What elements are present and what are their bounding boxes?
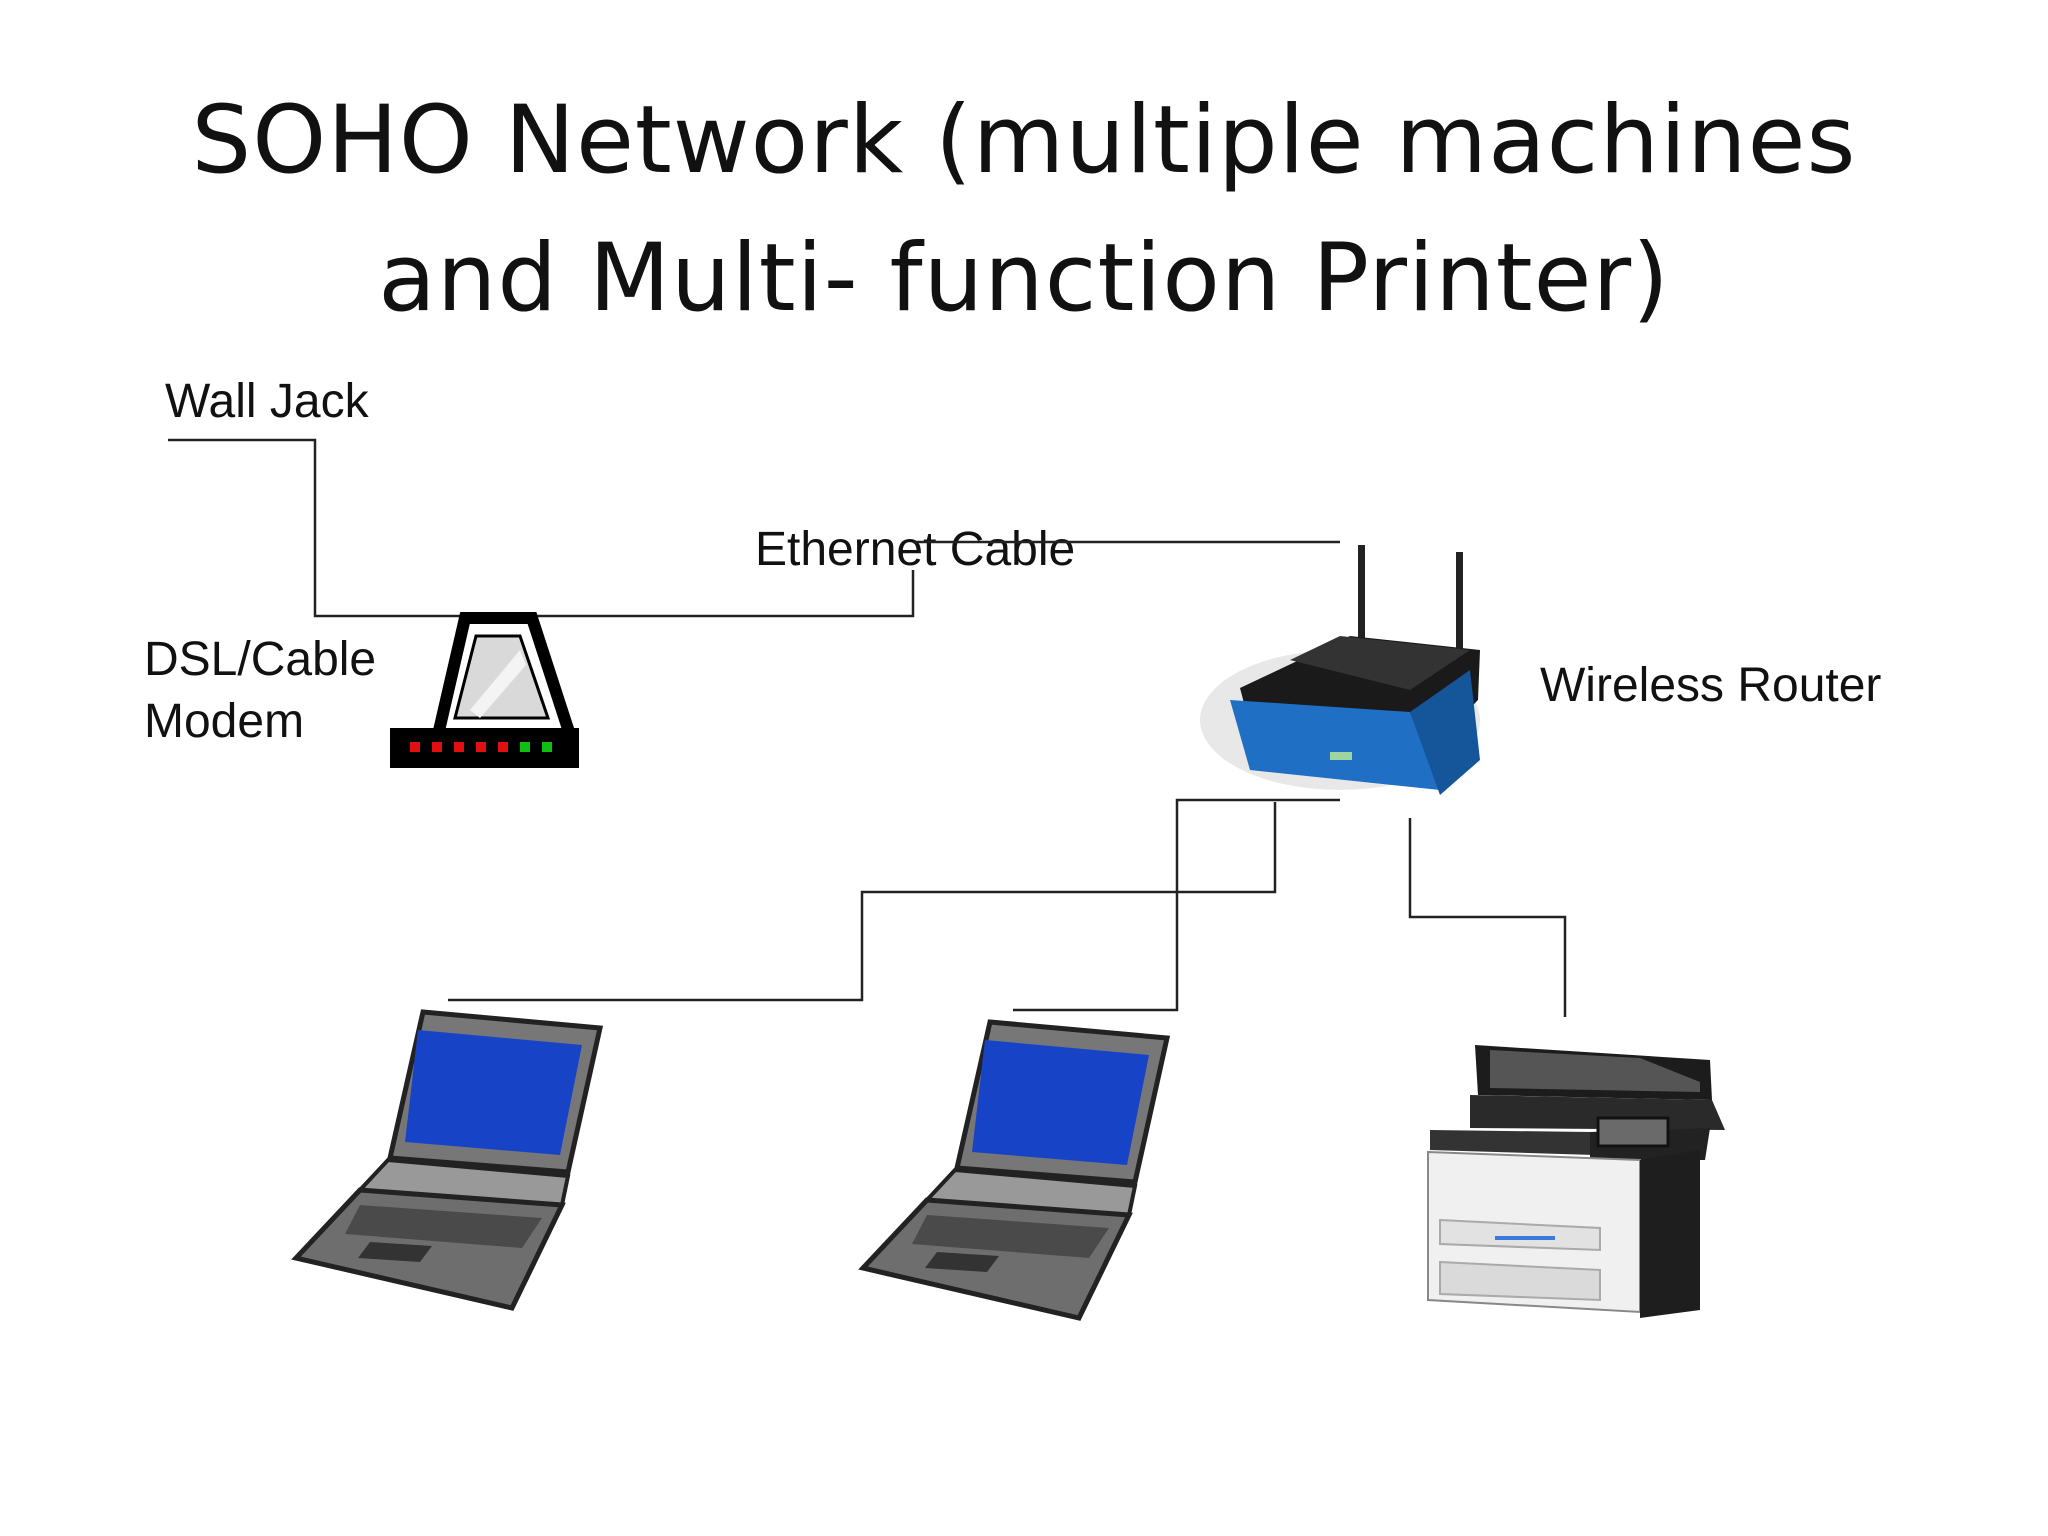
ethernet-cable-label: Ethernet Cable — [755, 523, 1076, 576]
modem-label-line-2: Modem — [144, 695, 305, 748]
multi-function-printer-icon — [1427, 1045, 1725, 1318]
wall-jack-cable — [168, 438, 460, 618]
cables — [168, 438, 1567, 1017]
wireless-router-label: Wireless Router — [1540, 659, 1882, 712]
title-line-1: SOHO Network (multiple machines — [191, 86, 1857, 195]
dsl-cable-modem-icon — [390, 612, 579, 768]
laptop-2-icon — [858, 1019, 1171, 1321]
wall-jack-label: Wall Jack — [165, 375, 369, 428]
laptop-1-icon — [291, 1009, 604, 1311]
wireless-router-icon — [1200, 545, 1480, 795]
router-to-laptop-1-cable — [448, 802, 1277, 1002]
router-to-laptop-2-cable — [1013, 798, 1340, 1012]
modem-label-line-1: DSL/Cable — [144, 633, 377, 686]
router-to-printer-cable — [1408, 818, 1567, 1017]
modem-ethernet-cable — [485, 570, 915, 618]
slide-title: SOHO Network (multiple machines and Mult… — [0, 72, 2048, 348]
title-line-2: and Multi- function Printer) — [378, 224, 1670, 333]
